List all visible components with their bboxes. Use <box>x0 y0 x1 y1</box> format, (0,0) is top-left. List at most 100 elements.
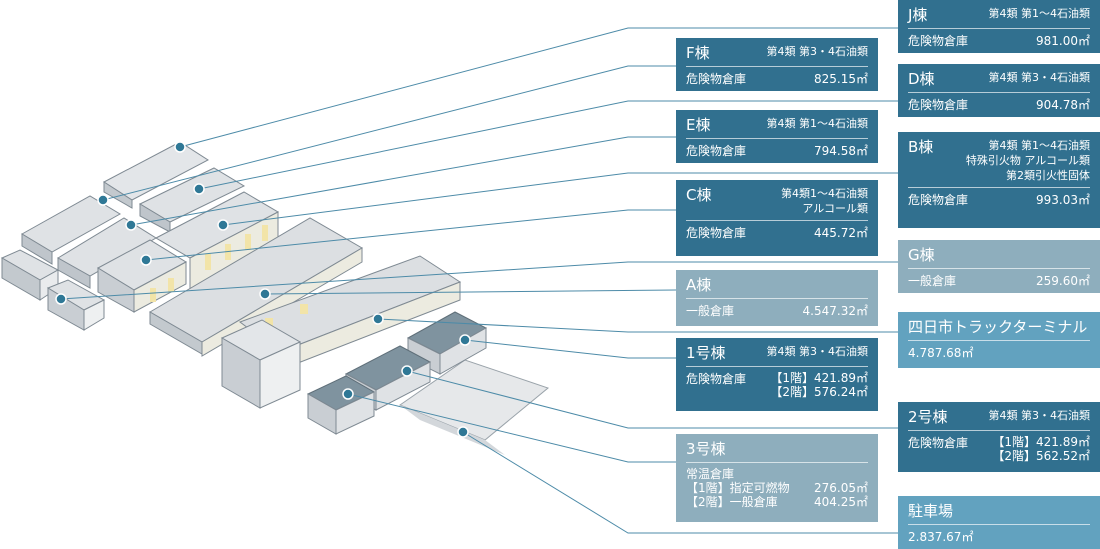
card-terminal-area: 4.787.68㎡ <box>908 346 974 360</box>
card-J-category: 第4類 第1～4石油類 <box>988 7 1091 20</box>
card-No1: 1号棟 第4類 第3・4石油類 危険物倉庫 【1階】421.89㎡ 【2階】576.… <box>676 338 878 411</box>
card-F-area: 825.15㎡ <box>814 72 868 86</box>
card-A-divider <box>686 298 868 299</box>
leader-lines <box>60 27 898 534</box>
card-No3: 3号棟 常温倉庫 【1階】指定可燃物 276.05㎡ 【2階】一般倉庫 404.25… <box>676 434 878 522</box>
card-D-area: 904.78㎡ <box>1036 98 1090 112</box>
card-F-divider <box>686 66 868 67</box>
card-G: G棟 一般倉庫 259.60㎡ <box>898 240 1100 293</box>
card-G-name: G棟 <box>908 246 935 264</box>
card-parking: 駐車場 2.837.67㎡ <box>898 496 1100 549</box>
card-D-category: 第4類 第3・4石油類 <box>988 71 1091 84</box>
leader-No3 <box>347 393 676 463</box>
card-No2-floors: 【1階】421.89㎡ 【2階】562.52㎡ <box>992 435 1090 463</box>
location-markers <box>55 141 471 438</box>
card-No3-floor2-label: 【2階】一般倉庫 <box>686 495 778 509</box>
card-D-use: 危険物倉庫 <box>908 98 969 112</box>
card-B: B棟 第4類 第1～4石油類 特殊引火物 アルコール類 第2類引火性固体 危険物倉… <box>898 132 1100 228</box>
card-terminal: 四日市トラックターミナル 4.787.68㎡ <box>898 312 1100 368</box>
card-parking-divider <box>908 524 1090 525</box>
card-terminal-name: 四日市トラックターミナル <box>908 318 1088 336</box>
leader-C <box>145 209 676 261</box>
marker-C <box>140 254 152 266</box>
card-B-use: 危険物倉庫 <box>908 193 969 207</box>
leader-F <box>102 65 676 201</box>
marker-F <box>97 194 109 206</box>
card-G-area: 259.60㎡ <box>1036 274 1090 288</box>
card-terminal-divider <box>908 340 1090 341</box>
leader-A <box>264 289 677 295</box>
marker-G <box>55 293 67 305</box>
leader-J <box>179 27 898 148</box>
card-D-divider <box>908 92 1090 93</box>
card-G-divider <box>908 268 1090 269</box>
card-No3-floor1-label: 【1階】指定可燃物 <box>686 481 790 495</box>
card-C-divider <box>686 220 868 221</box>
card-No3-floor2-area: 404.25㎡ <box>814 495 868 509</box>
card-J-area: 981.00㎡ <box>1036 34 1090 48</box>
leader-No1 <box>464 339 676 359</box>
card-F-use: 危険物倉庫 <box>686 72 747 86</box>
card-C-use: 危険物倉庫 <box>686 226 747 240</box>
card-J-name: J棟 <box>908 6 928 24</box>
leader-D <box>198 100 898 190</box>
card-E: E棟 第4類 第1～4石油類 危険物倉庫 794.58㎡ <box>676 110 878 163</box>
card-No1-divider <box>686 366 868 367</box>
card-No2: 2号棟第4類 第3・4石油類 危険物倉庫【1階】421.89㎡ 【2階】562.… <box>898 402 1100 472</box>
card-E-use: 危険物倉庫 <box>686 144 747 158</box>
card-No3-divider <box>686 462 868 463</box>
card-D-name: D棟 <box>908 70 935 88</box>
marker-No2 <box>401 365 413 377</box>
card-J: J棟 第4類 第1～4石油類 危険物倉庫 981.00㎡ <box>898 0 1100 53</box>
card-C: C棟 第4類1～4石油類 アルコール類 危険物倉庫 445.72㎡ <box>676 180 878 256</box>
card-No1-category: 第4類 第3・4石油類 <box>766 345 869 358</box>
card-B-category: 第4類 第1～4石油類 特殊引火物 アルコール類 第2類引火性固体 <box>965 139 1090 182</box>
marker-No3 <box>342 388 354 400</box>
buildings-illustration <box>0 141 550 455</box>
card-E-category: 第4類 第1～4石油類 <box>766 117 869 130</box>
marker-J <box>174 141 186 153</box>
card-E-name: E棟 <box>686 116 711 134</box>
card-parking-area: 2.837.67㎡ <box>908 530 974 544</box>
card-No1-use: 危険物倉庫 <box>686 372 747 386</box>
card-G-use: 一般倉庫 <box>908 274 957 288</box>
card-B-divider <box>908 187 1090 188</box>
card-A-use: 一般倉庫 <box>686 304 735 318</box>
card-J-divider <box>908 28 1090 29</box>
card-No3-use: 常温倉庫 <box>686 467 735 481</box>
card-B-name: B棟 <box>908 138 934 156</box>
leader-terminal <box>377 318 898 333</box>
marker-D <box>193 183 205 195</box>
marker-parking <box>457 426 469 438</box>
card-No1-floors: 【1階】421.89㎡ 【2階】576.24㎡ <box>770 371 868 399</box>
card-E-divider <box>686 138 868 139</box>
leader-G <box>60 261 898 300</box>
card-J-use: 危険物倉庫 <box>908 34 969 48</box>
card-No3-floor1-area: 276.05㎡ <box>814 481 868 495</box>
card-No2-divider <box>908 430 1090 431</box>
card-No2-category: 第4類 第3・4石油類 <box>988 409 1091 422</box>
leader-B <box>222 172 898 226</box>
marker-terminal <box>372 313 384 325</box>
marker-E <box>125 219 137 231</box>
card-C-area: 445.72㎡ <box>814 226 868 240</box>
card-F-category: 第4類 第3・4石油類 <box>766 45 869 58</box>
card-No1-name: 1号棟 <box>686 344 726 362</box>
card-E-area: 794.58㎡ <box>814 144 868 158</box>
leader-No2 <box>406 370 898 429</box>
leader-E <box>130 136 676 226</box>
card-A-area: 4.547.32㎡ <box>802 304 868 318</box>
marker-B <box>217 219 229 231</box>
card-C-name: C棟 <box>686 186 712 204</box>
card-parking-name: 駐車場 <box>908 502 954 520</box>
card-No2-use: 危険物倉庫 <box>908 436 969 450</box>
card-C-category: 第4類1～4石油類 アルコール類 <box>781 187 868 215</box>
marker-No1 <box>459 334 471 346</box>
marker-A <box>259 288 271 300</box>
card-No3-name: 3号棟 <box>686 440 726 458</box>
card-D: D棟 第4類 第3・4石油類 危険物倉庫 904.78㎡ <box>898 64 1100 117</box>
card-B-area: 993.03㎡ <box>1036 193 1090 207</box>
